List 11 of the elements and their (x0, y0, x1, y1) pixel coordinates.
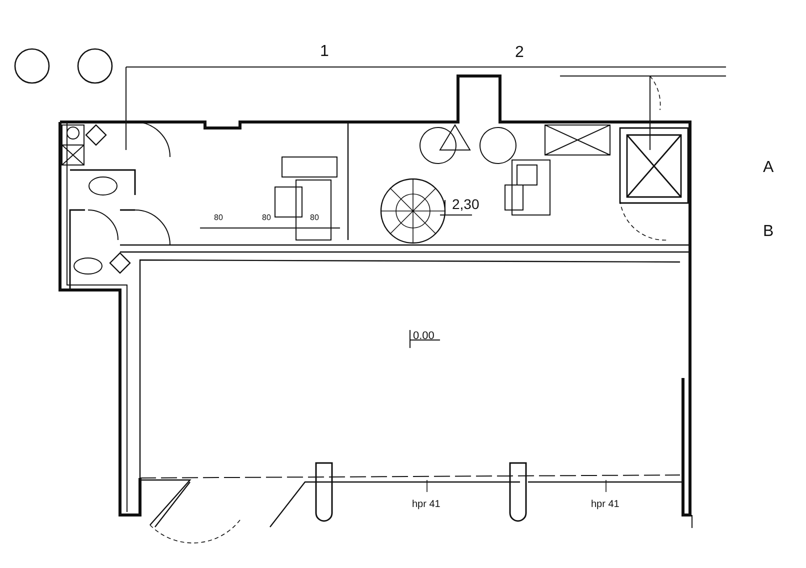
dimension-text: 80 (262, 214, 271, 222)
axis-label: B (763, 224, 774, 240)
axis-label: 2 (515, 45, 524, 61)
elevation-mark: 2,30 (452, 197, 480, 211)
axis-label: A (763, 160, 774, 176)
level-note: hpr 41 (412, 500, 440, 510)
elevation-mark: 0.00 (413, 331, 434, 342)
dimension-text: 80 (214, 214, 223, 222)
level-note: hpr 41 (591, 500, 620, 510)
dimension-text: 80 (310, 214, 319, 222)
axis-label: 1 (320, 44, 329, 60)
